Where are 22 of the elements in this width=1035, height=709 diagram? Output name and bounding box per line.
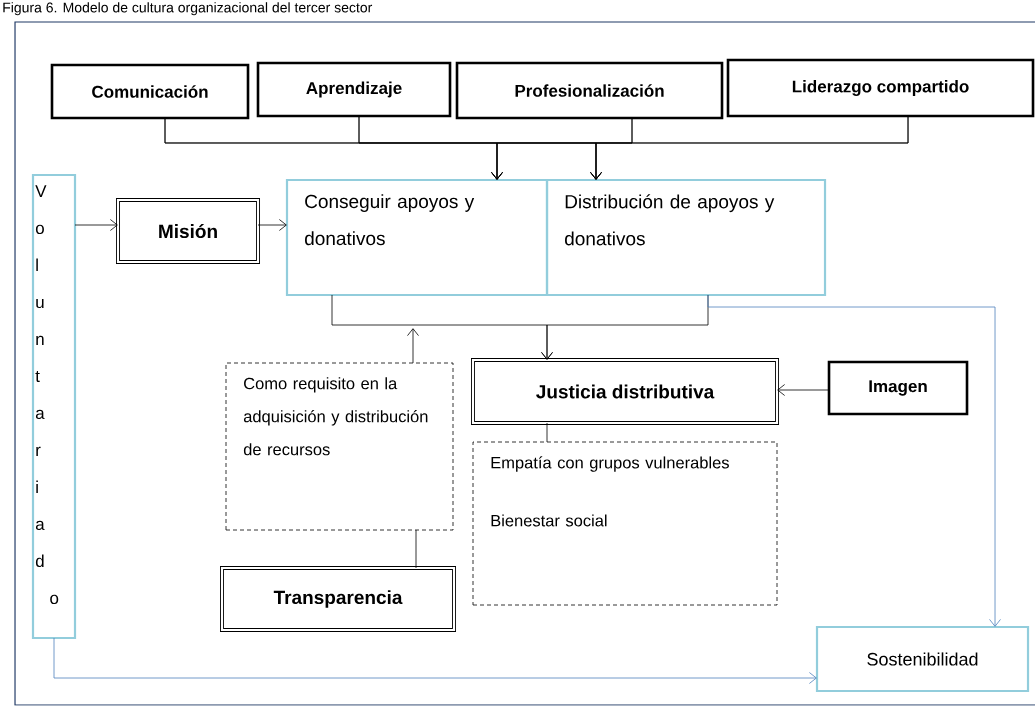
- concept-box: Comunicación: [50, 63, 250, 120]
- arrow: [74, 219, 118, 231]
- arrow: [407, 328, 419, 364]
- title: Figura 6. Modelo de cultura organizacional del tercer sector: [3, 2, 373, 16]
- concept-box: Profesionalización: [455, 61, 724, 120]
- arrow: [707, 294, 1001, 627]
- arrow: [257, 219, 287, 231]
- arrow: [590, 115, 909, 180]
- process-box: Distribución de apoyos y donativos: [545, 178, 827, 297]
- concept-box: Transparencia: [220, 566, 456, 632]
- result-box: Sostenibilidad: [815, 625, 1030, 693]
- note-box: Empatía con grupos vulnerables Bienestar social: [472, 441, 778, 606]
- concept-box: Misión: [116, 198, 260, 264]
- arrow: [53, 637, 817, 684]
- process-box: Conseguir apoyos y donativos: [285, 178, 549, 297]
- note-box: Como requisito en la adquisición y distribución de recursos: [225, 362, 454, 531]
- vertical-text-box: Voluntariado: [31, 173, 77, 640]
- arrow: [777, 384, 830, 396]
- concept-box: Liderazgo compartido: [726, 58, 1035, 118]
- concept-box: Imagen: [827, 360, 969, 416]
- concept-box: Aprendizaje: [256, 61, 452, 118]
- concept-box: Justicia distributiva: [471, 358, 779, 425]
